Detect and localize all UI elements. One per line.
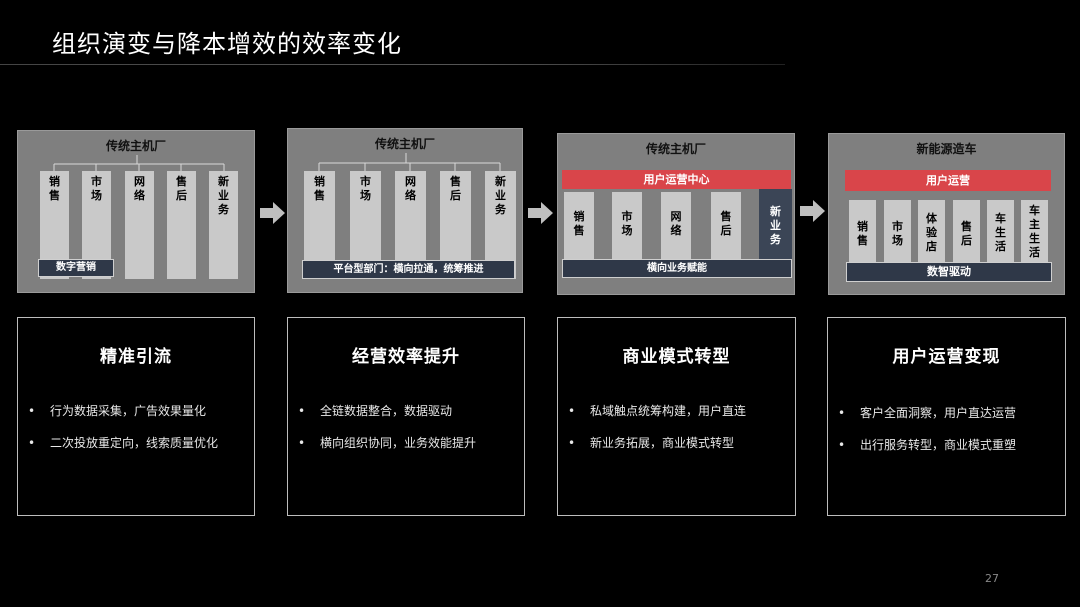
dept-column-aftersales: 售后 xyxy=(953,200,980,265)
dept-column-network: 网络 xyxy=(125,171,154,279)
title-divider xyxy=(0,64,785,65)
page-title: 组织演变与降本增效的效率变化 xyxy=(52,30,402,58)
card-title: 经营效率提升 xyxy=(352,347,460,367)
bullet-item: •私域触点统筹构建，用户直连 xyxy=(568,404,747,418)
bullet-icon: • xyxy=(838,406,846,420)
bullet-item: •行为数据采集，广告效果量化 xyxy=(28,404,207,418)
diagram-title: 传统主机厂 xyxy=(374,137,435,151)
card-title: 商业模式转型 xyxy=(622,347,731,367)
dept-column-sales: 销售 xyxy=(849,200,876,265)
diagram-panel-4: 新能源造车 用户运营 销售 市场 体验店 售后 车生活 车主生活 数智驱动 xyxy=(828,133,1065,295)
dept-column-owner-life: 车主生活 xyxy=(1021,200,1048,265)
benefit-card-2: 经营效率提升 •全链数据整合，数据驱动 •横向组织协同，业务效能提升 xyxy=(287,317,525,516)
bullet-item: •出行服务转型，商业模式重塑 xyxy=(838,438,1017,452)
right-arrow-icon xyxy=(260,202,285,224)
bottom-bar: 数智驱动 xyxy=(846,262,1052,282)
dept-column-car-life: 车生活 xyxy=(987,200,1014,265)
bullet-item: •新业务拓展，商业模式转型 xyxy=(568,436,735,450)
bullet-icon: • xyxy=(28,436,36,450)
dept-column-new-business: 新业务 xyxy=(759,189,792,259)
diagram-panel-2: 传统主机厂 销售 市场 网络 售后 新业务 平台型部门：横向拉通，统筹推进 xyxy=(287,128,523,293)
top-bar: 用户运营中心 xyxy=(562,170,791,189)
bullet-item: •客户全面洞察，用户直达运营 xyxy=(838,406,1017,420)
right-arrow-icon xyxy=(800,200,825,222)
bullet-icon: • xyxy=(28,404,36,418)
bullet-icon: • xyxy=(298,404,306,418)
page-number: 27 xyxy=(985,572,999,585)
diagram-panel-3: 传统主机厂 用户运营中心 销售 市场 网络 售后 新业务 横向业务赋能 xyxy=(557,133,795,295)
card-title: 用户运营变现 xyxy=(892,347,1001,367)
top-bar: 用户运营 xyxy=(845,170,1051,191)
dept-column-aftersales: 售后 xyxy=(167,171,196,279)
bullet-icon: • xyxy=(298,436,306,450)
diagram-title: 传统主机厂 xyxy=(105,139,166,153)
bullet-item: •全链数据整合，数据驱动 xyxy=(298,404,453,418)
dept-column-experience-store: 体验店 xyxy=(918,200,945,265)
diagram-panel-1: 传统主机厂 销售 市场 网络 售后 新业务 数字营销 xyxy=(17,130,255,293)
card-title: 精准引流 xyxy=(100,347,172,367)
right-arrow-icon xyxy=(528,202,553,224)
bullet-icon: • xyxy=(568,436,576,450)
bullet-item: •横向组织协同，业务效能提升 xyxy=(298,436,477,450)
diagram-title: 新能源造车 xyxy=(916,142,977,156)
benefit-card-1: 精准引流 •行为数据采集，广告效果量化 •二次投放重定向，线索质量优化 xyxy=(17,317,255,516)
bottom-bar: 横向业务赋能 xyxy=(562,259,792,278)
bullet-icon: • xyxy=(568,404,576,418)
bottom-bar: 数字营销 xyxy=(38,259,114,277)
bullet-icon: • xyxy=(838,438,846,452)
bullet-item: •二次投放重定向，线索质量优化 xyxy=(28,436,219,450)
dept-column-market: 市场 xyxy=(884,200,911,265)
dept-column-new-business: 新业务 xyxy=(209,171,238,279)
bottom-bar: 平台型部门：横向拉通，统筹推进 xyxy=(302,260,515,279)
diagram-title: 传统主机厂 xyxy=(645,142,706,156)
benefit-card-4: 用户运营变现 •客户全面洞察，用户直达运营 •出行服务转型，商业模式重塑 xyxy=(827,317,1066,516)
benefit-card-3: 商业模式转型 •私域触点统筹构建，用户直连 •新业务拓展，商业模式转型 xyxy=(557,317,796,516)
